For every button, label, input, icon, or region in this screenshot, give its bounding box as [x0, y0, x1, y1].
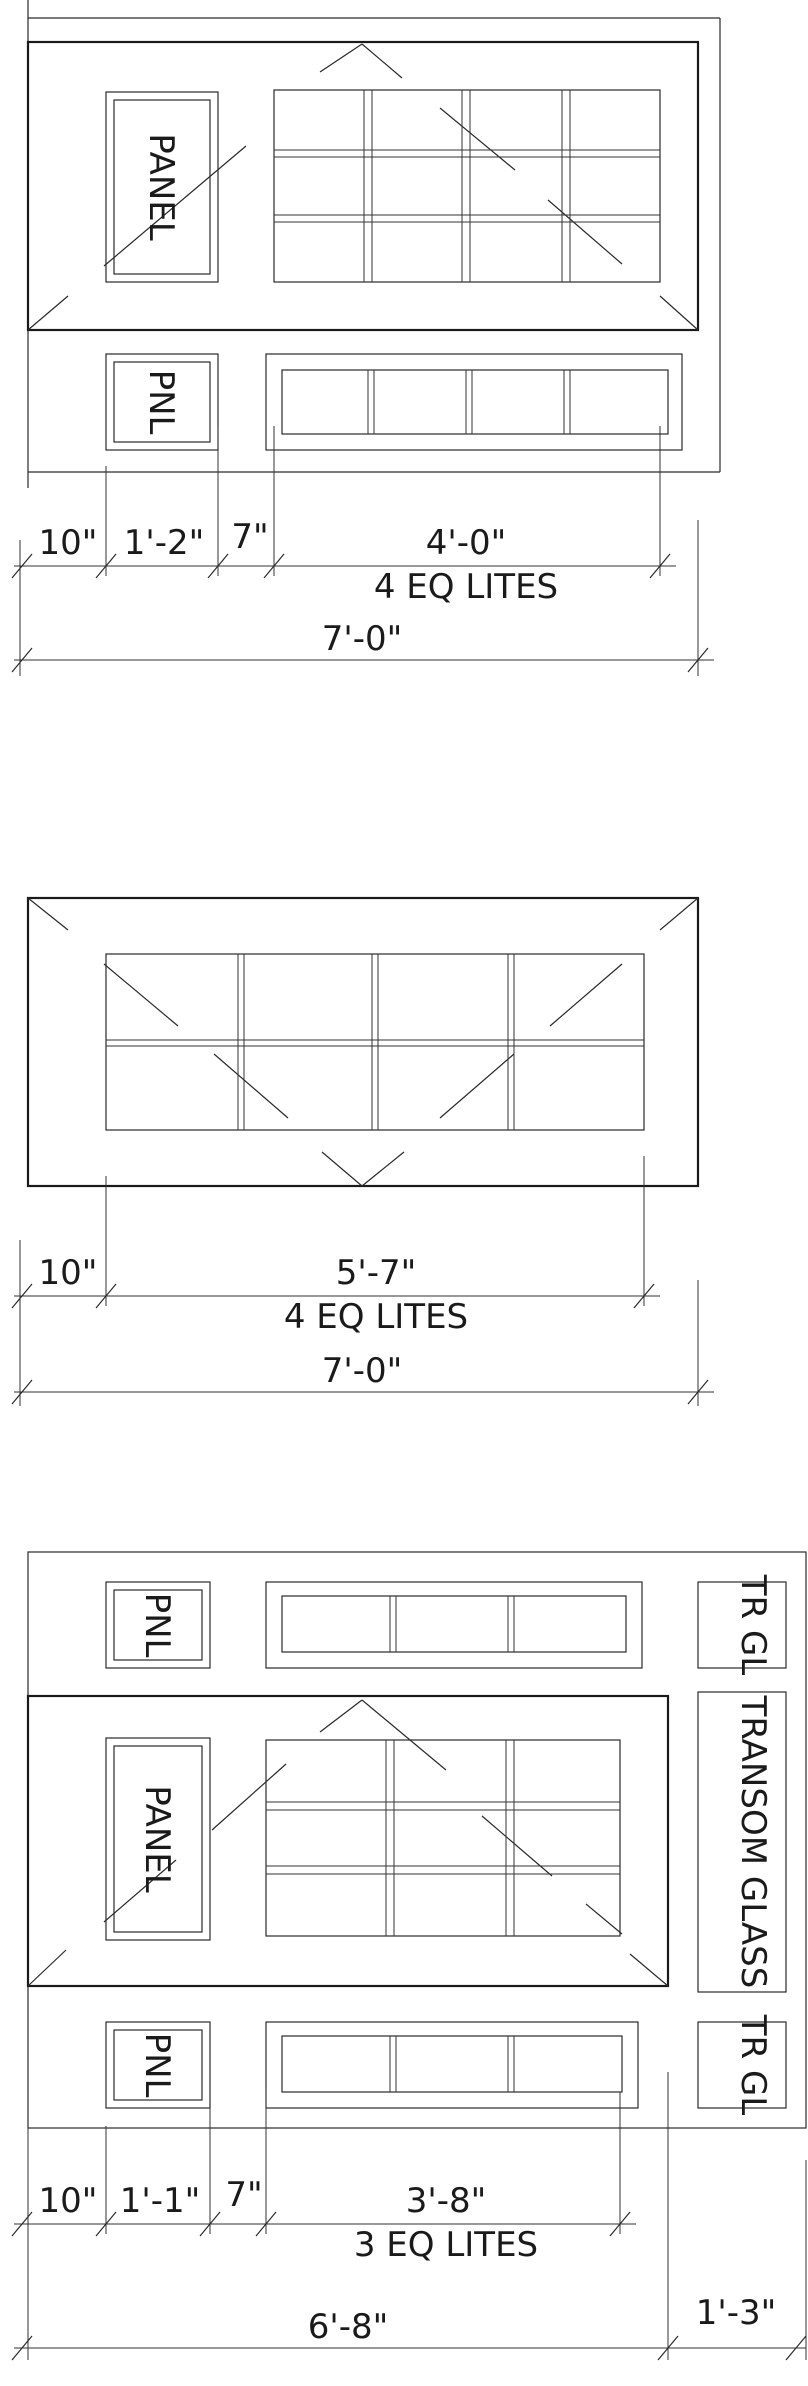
- extension-lines-2: [19, 1156, 699, 1406]
- pnl-top: PNL: [105, 1581, 211, 1669]
- elevation-1: PANEL PNL: [11, 0, 721, 676]
- lite-grid-upper: [273, 89, 661, 283]
- panel-middle: PANEL: [105, 1737, 211, 1941]
- dim-4ft: 4'-0": [426, 523, 507, 563]
- panel-label: PANEL: [141, 133, 181, 241]
- elevation-2: 10" 5'-7" 4 EQ LITES 7'-0": [11, 896, 714, 1406]
- pnl-bottom-label: PNL: [137, 2033, 177, 2098]
- dim-10in-3: 10": [39, 2181, 98, 2221]
- dimension-line-1a: 10" 1'-2" 7" 4'-0" 4 EQ LITES: [11, 517, 676, 607]
- transom-middle: TRANSOM GLASS: [697, 1691, 787, 1993]
- lite-strip-lower: [265, 353, 683, 451]
- transom-top: TR GL: [697, 1574, 787, 1676]
- dim-3ft8in: 3'-8": [406, 2181, 487, 2221]
- lite-grid-3: [265, 1739, 621, 1937]
- main-body: [26, 40, 700, 332]
- swing-lines: [27, 43, 699, 331]
- main-body-3: [26, 1694, 670, 1988]
- dimension-line-3b: 6'-8" 1'-3": [11, 2293, 807, 2361]
- dim-total-2: 7'-0": [322, 1351, 403, 1391]
- dimension-line-1b: 7'-0": [11, 619, 714, 673]
- swing-lines-3: [27, 1699, 669, 1987]
- lite-strip-top: [265, 1581, 643, 1669]
- pnl-lower-left: PNL: [105, 353, 219, 451]
- pnl-bottom: PNL: [105, 2021, 211, 2109]
- dim-1ft2in: 1'-2": [124, 523, 205, 563]
- tr-bottom-label: TR GL: [733, 2014, 773, 2116]
- dim-1ft3in: 1'-3": [696, 2293, 777, 2333]
- dim-10in: 10": [39, 523, 98, 563]
- dim-total: 7'-0": [322, 619, 403, 659]
- panel-middle-label: PANEL: [137, 1785, 177, 1893]
- dimension-line-3a: 10" 1'-1" 7" 3'-8" 3 EQ LITES: [11, 2175, 636, 2265]
- dim-total-3: 6'-8": [308, 2307, 389, 2347]
- dim-lites: 4 EQ LITES: [374, 567, 558, 607]
- dim-lites-3: 3 EQ LITES: [354, 2225, 538, 2265]
- dim-7in: 7": [231, 517, 268, 557]
- main-body-2: [26, 896, 700, 1188]
- dim-1ft1in: 1'-1": [120, 2181, 201, 2221]
- panel-upper-left: PANEL: [105, 91, 219, 283]
- extension-lines-3: [27, 2072, 807, 2360]
- dim-lites-2: 4 EQ LITES: [284, 1297, 468, 1337]
- lite-grid-2: [105, 953, 645, 1131]
- dim-5ft7in: 5'-7": [336, 1253, 417, 1293]
- dimension-line-2b: 7'-0": [11, 1351, 714, 1405]
- transom-label: TRANSOM GLASS: [733, 1695, 773, 1989]
- swing-lines-2: [27, 897, 699, 1187]
- extension-lines-1: [19, 426, 699, 676]
- transom-bottom: TR GL: [697, 2014, 787, 2116]
- tr-top-label: TR GL: [733, 1574, 773, 1676]
- dimension-line-2a: 10" 5'-7" 4 EQ LITES: [11, 1253, 660, 1337]
- pnl-label: PNL: [141, 370, 181, 435]
- pnl-top-label: PNL: [137, 1593, 177, 1658]
- elevation-3: PNL PANEL: [11, 1551, 807, 2361]
- dim-10in-2: 10": [39, 1253, 98, 1293]
- lite-strip-bottom: [265, 2021, 639, 2109]
- dim-7in-3: 7": [225, 2175, 262, 2215]
